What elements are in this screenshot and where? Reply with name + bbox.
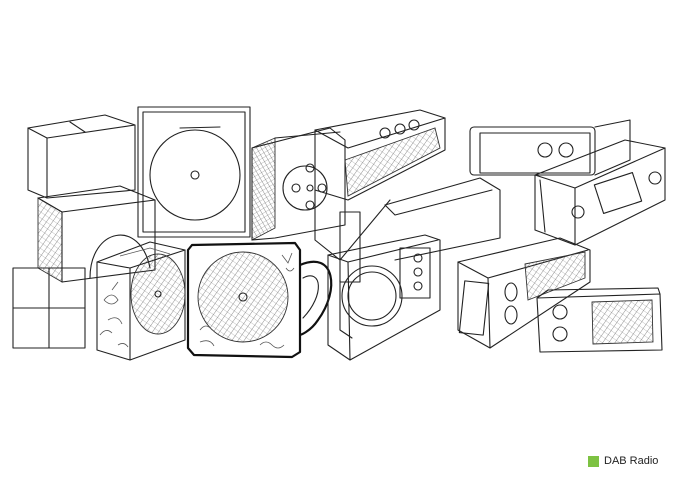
sketch-dpad-speaker — [252, 128, 345, 240]
sketch-mug-speaker — [188, 243, 331, 357]
sketch-grille-box — [458, 238, 590, 348]
caption-label: DAB Radio — [604, 455, 659, 467]
sketch-floral-speaker — [97, 242, 185, 360]
caption: DAB Radio — [588, 455, 658, 467]
sketch-angled-box-right — [535, 140, 665, 245]
sketch-diagonal-bar — [385, 178, 500, 260]
sketch-cube-left — [28, 115, 135, 198]
caption-swatch — [588, 455, 599, 467]
sketch-square-speaker — [138, 107, 250, 237]
sketch-twin-knob-box — [470, 120, 630, 175]
sketch-long-speaker — [315, 110, 445, 260]
sketch-flat-box — [537, 288, 662, 352]
sketch-tuner-radio — [328, 212, 440, 360]
